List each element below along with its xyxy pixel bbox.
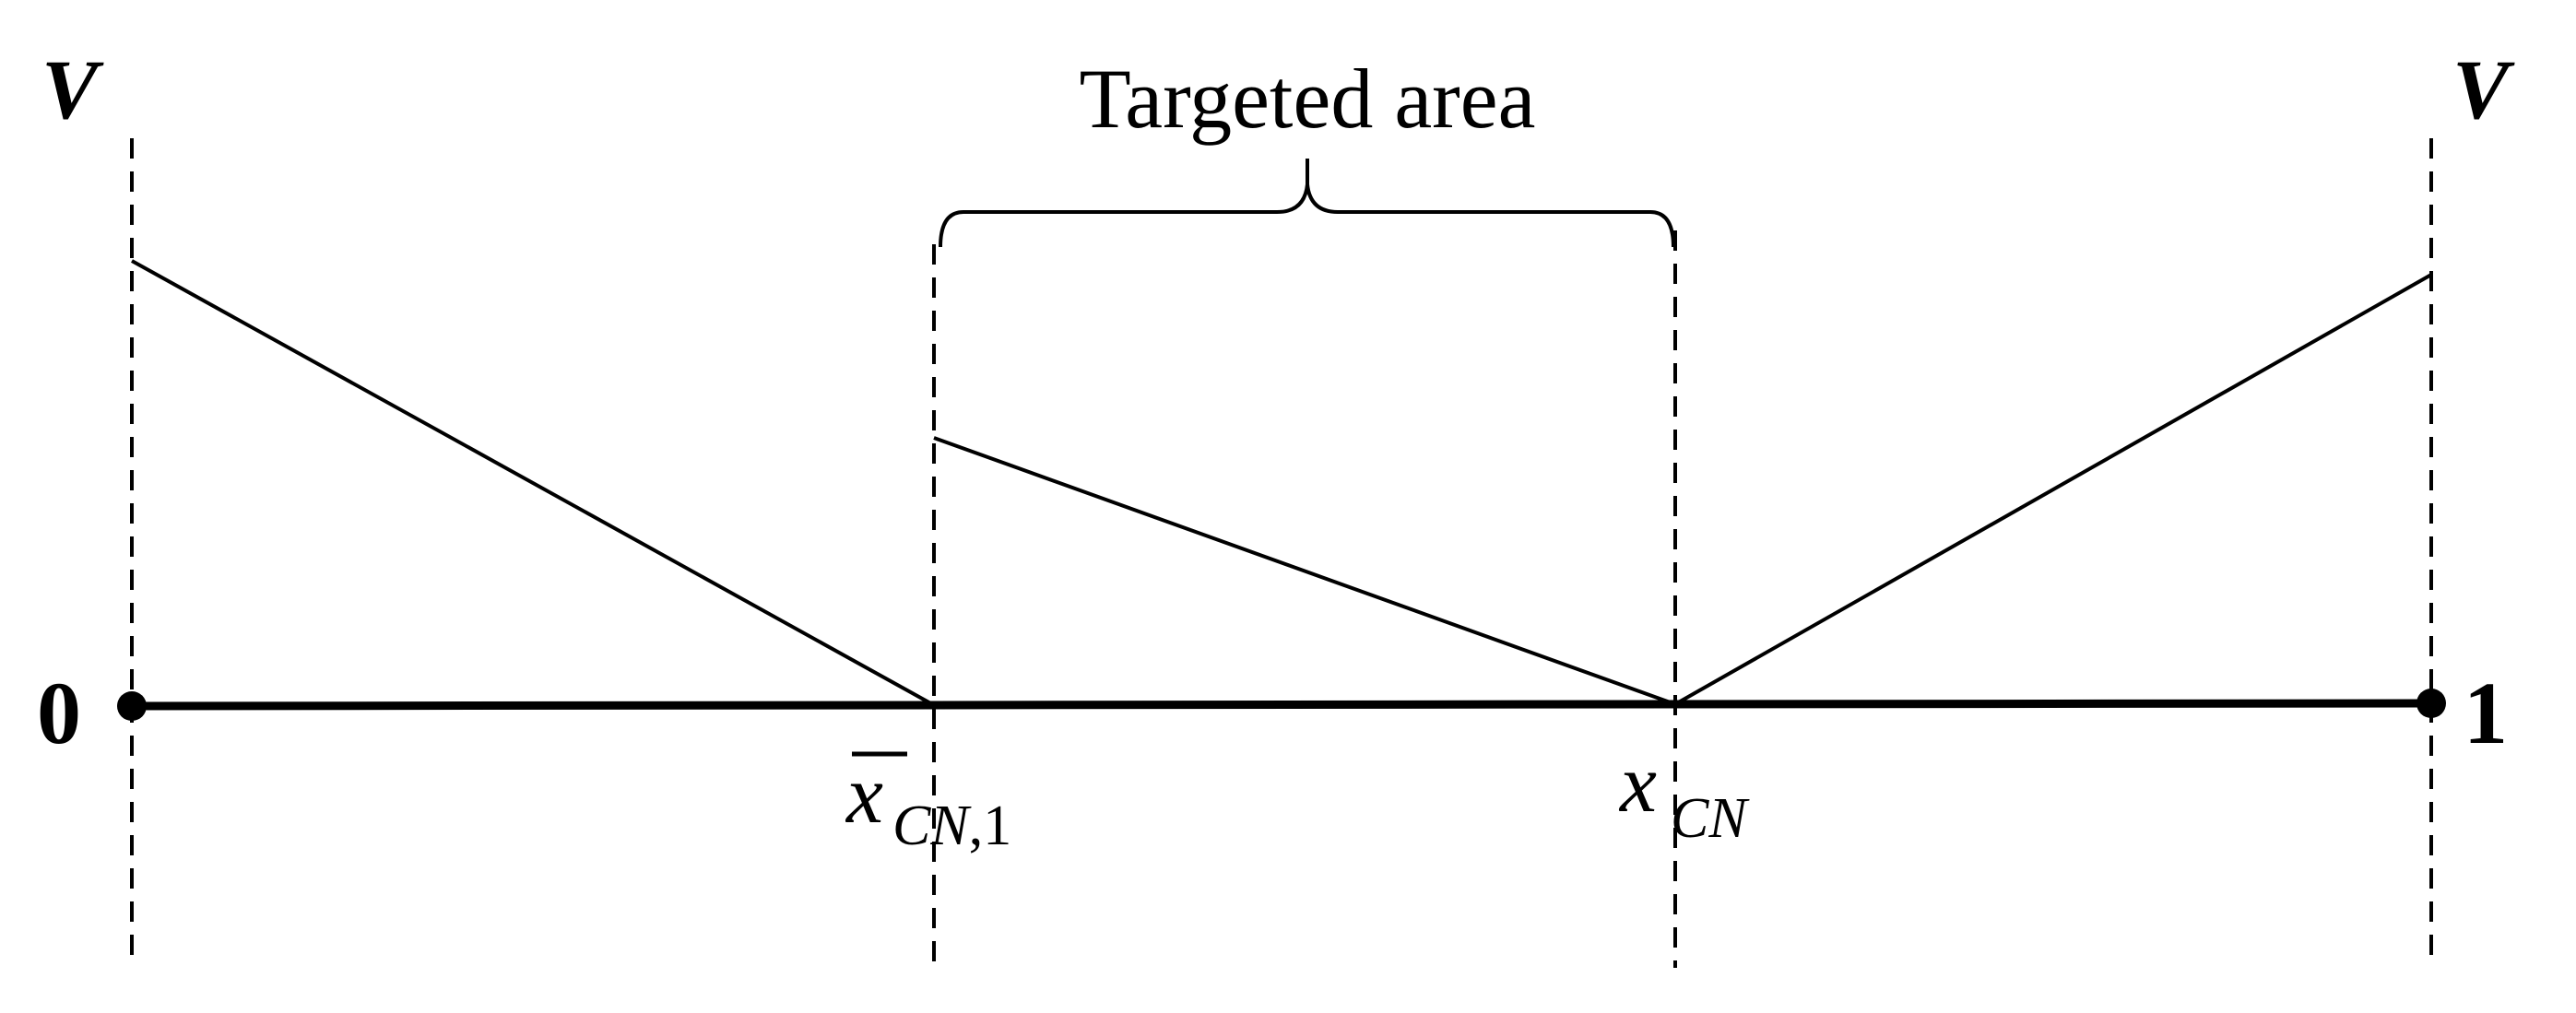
right-increasing-segment xyxy=(1674,273,2432,706)
middle-decreasing-segment xyxy=(933,436,1676,706)
right-endpoint-dot xyxy=(2416,689,2446,718)
left-decreasing-segment xyxy=(131,259,935,707)
targeted-area-brace xyxy=(939,159,1675,248)
one-label: 1 xyxy=(2464,664,2508,762)
left-v-label: V xyxy=(41,42,104,136)
marker-2-label: x CN xyxy=(1618,738,1750,850)
targeted-area-title: Targeted area xyxy=(1080,52,1536,146)
marker-1-label: x CN,1 xyxy=(845,749,1011,857)
left-endpoint-dot xyxy=(117,691,147,721)
right-v-label: V xyxy=(2452,42,2515,136)
unit-interval-axis xyxy=(131,699,2432,711)
marker-1-subscript: CN,1 xyxy=(892,795,1011,857)
marker-2-subscript: CN xyxy=(1671,787,1750,850)
marker-1-main: x xyxy=(845,749,883,841)
marker-2-main: x xyxy=(1618,738,1657,830)
zero-label: 0 xyxy=(37,664,81,762)
